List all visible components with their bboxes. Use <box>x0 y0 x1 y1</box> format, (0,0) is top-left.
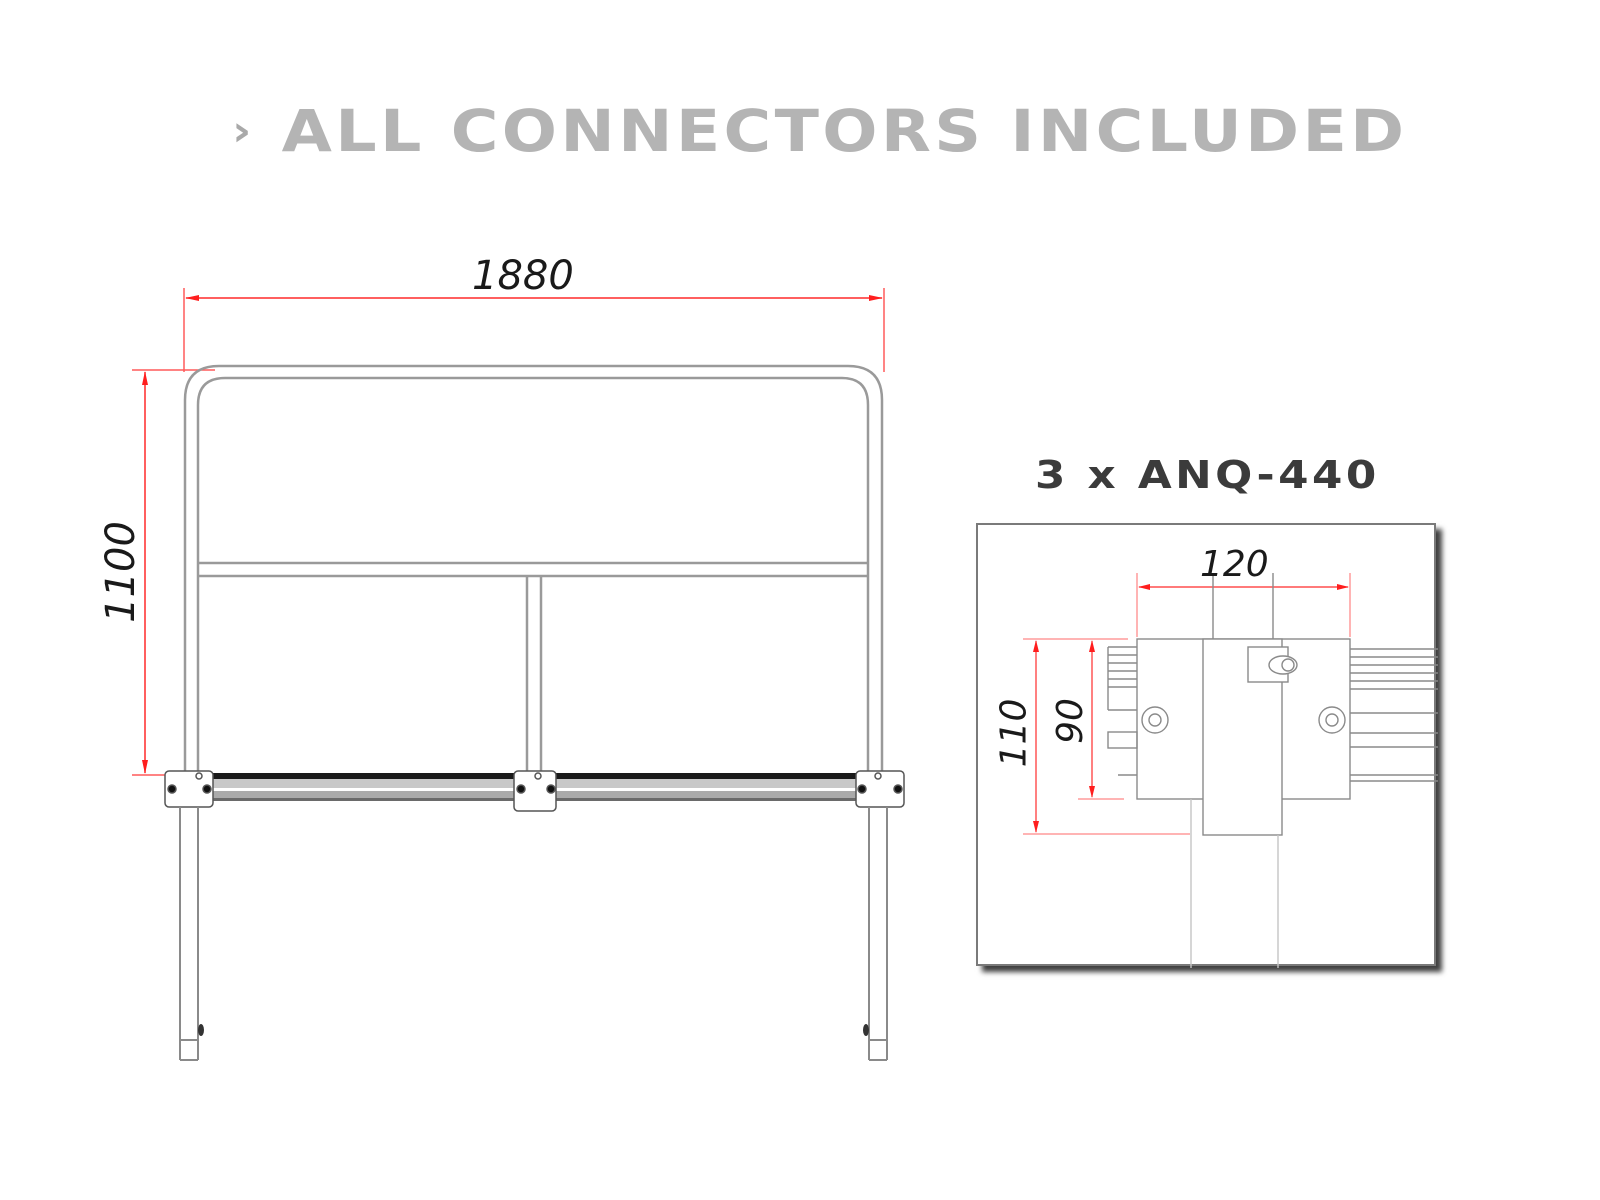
connector-left <box>164 770 214 808</box>
headline: › ALL CONNECTORS INCLUDED <box>232 96 1407 166</box>
width-dimension-line <box>183 288 885 372</box>
connector-center <box>513 770 557 812</box>
detail-height-dimension-lines <box>1023 638 1190 835</box>
detail-outer-height-dimension-label: 110 <box>993 698 1035 768</box>
railing-frame <box>183 364 884 775</box>
width-dimension-label: 1880 <box>472 253 574 299</box>
leg-left <box>179 807 204 1061</box>
height-dimension-label: 1100 <box>97 521 144 623</box>
leg-right <box>863 807 888 1061</box>
detail-inner-height-dimension-label: 90 <box>1049 698 1091 744</box>
connector-detail-drawing <box>1023 573 1438 968</box>
detail-title: 3 x ANQ-440 <box>1035 453 1380 497</box>
height-dimension-line <box>132 369 215 776</box>
detail-width-dimension-line <box>1136 573 1351 637</box>
headline-text: ALL CONNECTORS INCLUDED <box>281 97 1408 165</box>
connector-right <box>855 770 905 808</box>
chevron-right-icon: › <box>232 106 255 155</box>
connector-body <box>1107 573 1438 968</box>
detail-width-dimension-label: 120 <box>1200 544 1269 585</box>
connector-detail-box: 120 110 90 <box>976 523 1438 968</box>
mid-rail <box>198 561 868 578</box>
center-post <box>525 576 543 772</box>
